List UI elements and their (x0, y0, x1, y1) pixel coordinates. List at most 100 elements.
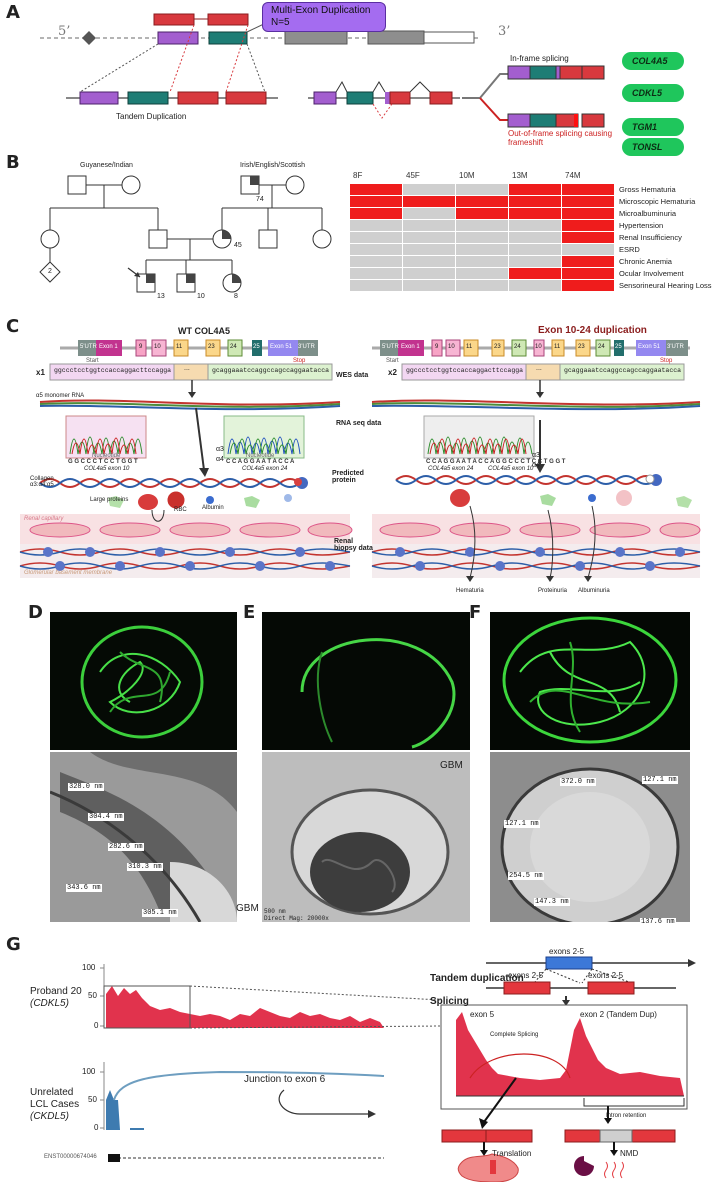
gene-pill-col4a5: COL4A5 (622, 52, 684, 70)
x2-label: x2 (388, 368, 397, 377)
seq-left-1: ggccctcctggtccaccaggacttccagga (54, 367, 172, 374)
phenotype-column-header: 10M (459, 171, 475, 180)
f-meas-5: 147.3 nm (534, 898, 570, 906)
phenotype-cell (562, 280, 614, 291)
panel-c-diagram (19, 339, 701, 582)
panel-letter-f: F (469, 602, 482, 623)
phenotype-row-label: Chronic Anemia (619, 257, 672, 266)
transcript-id: ENST00000674046 (44, 1154, 97, 1160)
exon1-left: Exon 1 (99, 344, 118, 350)
phenotype-cell (562, 268, 614, 279)
chrom-right-label-1: COL4a5 exon 24 (428, 466, 474, 472)
phenotype-cell (456, 184, 508, 195)
e-scale-bar: 500 nm (264, 908, 286, 915)
chrom-right-seq: C C A G G A A T A C C A G G C C C T C C … (426, 459, 566, 465)
duplication-count: N=5 (271, 17, 290, 28)
g-ytick-top-100: 100 (82, 963, 96, 972)
phenotype-cell (350, 220, 402, 231)
start-right: Start (386, 358, 399, 364)
phenotype-cell (350, 256, 402, 267)
alpha5-monomer-label: α5 monomer RNA (36, 393, 85, 399)
exon-23-right: 23 (494, 344, 501, 350)
exon-23-dup-right: 23 (578, 344, 585, 350)
phenotype-row-label: Hypertension (619, 221, 664, 230)
utr5-left: 5'UTR (80, 344, 97, 350)
phenotype-cell (403, 280, 455, 291)
phenotype-cell (403, 220, 455, 231)
phenotype-cell (456, 280, 508, 291)
exon-23-left: 23 (208, 344, 215, 350)
exon-25-right: 25 (615, 344, 622, 350)
three-prime-label: 3’ (498, 24, 511, 39)
panel-d-fluorescence (50, 612, 237, 750)
age-2: 2 (48, 268, 52, 275)
panel-f-fluorescence (490, 612, 690, 750)
phenotype-row-label: ESRD (619, 245, 640, 254)
f-meas-1: 372.0 nm (560, 778, 596, 786)
f-meas-3: 127.1 nm (504, 820, 540, 828)
in-frame-label: In-frame splicing (510, 54, 569, 63)
family-guyanese-indian: Guyanese/Indian (80, 162, 133, 169)
exon-10-dup-right: 10 (535, 344, 542, 350)
chrom-left-1-seq: G G C C C T C C T G G T (68, 459, 138, 465)
phenotype-cell (562, 232, 614, 243)
g-ytick-bottom-100: 100 (82, 1067, 96, 1076)
phenotype-cell (350, 280, 402, 291)
phenotype-cell (350, 268, 402, 279)
phenotype-row-label: Microscopic Hematuria (619, 197, 696, 206)
phenotype-cell (562, 220, 614, 231)
f-meas-6: 137.6 nm (640, 918, 676, 926)
d-meas-1: 328.0 nm (68, 783, 104, 791)
proband-name: Proband 20 (30, 986, 82, 997)
multi-exon-duplication-title: Multi-Exon Duplication (271, 5, 371, 16)
phenotype-cell (562, 244, 614, 255)
gene-pill-cdkl5: CDKL5 (622, 84, 684, 102)
stop-left: Stop (293, 358, 306, 364)
phenotype-cell (403, 208, 455, 219)
d-gbm-label: GBM (236, 903, 259, 914)
exon51-left: Exon 51 (270, 344, 293, 350)
phenotype-cell (456, 232, 508, 243)
phenotype-row-label: Gross Hematuria (619, 185, 676, 194)
phenotype-cell (509, 244, 561, 255)
d-meas-2: 304.4 nm (88, 813, 124, 821)
pedigree (39, 175, 332, 293)
chrom-left-1-label: COL4a5 exon 10 (84, 466, 130, 472)
exon-10-left: 10 (154, 344, 161, 350)
alpha4-right: α4 (532, 462, 540, 469)
rnaseq-data-label: RNA seq data (336, 420, 382, 427)
g-ytick-top-0: 0 (94, 1021, 99, 1030)
phenotype-cell (456, 220, 508, 231)
g-ytick-bottom-0: 0 (94, 1123, 99, 1132)
phenotype-cell (403, 196, 455, 207)
exon-9-left: 9 (139, 344, 143, 350)
d-meas-6: 305.1 nm (142, 909, 178, 917)
alpha3-left: α3 (216, 446, 224, 453)
phenotype-column-header: 13M (512, 171, 528, 180)
phenotype-cell (456, 256, 508, 267)
gbm-label-left: Glomerular basement membrane (24, 570, 113, 576)
phenotype-cell (403, 184, 455, 195)
seq-dots-left: ... (184, 365, 190, 372)
exon-24-right: 24 (514, 344, 521, 350)
renal-capillary-left: Renal capillary (24, 516, 64, 522)
phenotype-row-label: Ocular Involvement (619, 269, 684, 278)
alpha3-right: α3 (532, 452, 540, 459)
wes-data-label: WES data (336, 372, 369, 379)
phenotype-cell (403, 268, 455, 279)
utr3-left: 3'UTR (298, 344, 315, 350)
panel-d-em (50, 752, 237, 922)
phenotype-cell (509, 256, 561, 267)
nucleotide-label-2: Nucleotide (246, 453, 275, 459)
exon-5-label: exon 5 (470, 1010, 495, 1019)
exon-24-dup-right: 24 (598, 344, 605, 350)
phenotype-cell (562, 196, 614, 207)
intron-retention-label: Intron retention (606, 1113, 647, 1119)
d-meas-5: 343.6 nm (66, 884, 102, 892)
panel-letter-b: B (6, 152, 20, 173)
phenotype-cell (509, 280, 561, 291)
renal-biopsy-label: Renal biopsy data (334, 538, 373, 552)
e-direct-mag: Direct Mag: 20000x (264, 915, 329, 922)
phenotype-cell (350, 232, 402, 243)
alpha4-left: α4 (216, 456, 224, 463)
